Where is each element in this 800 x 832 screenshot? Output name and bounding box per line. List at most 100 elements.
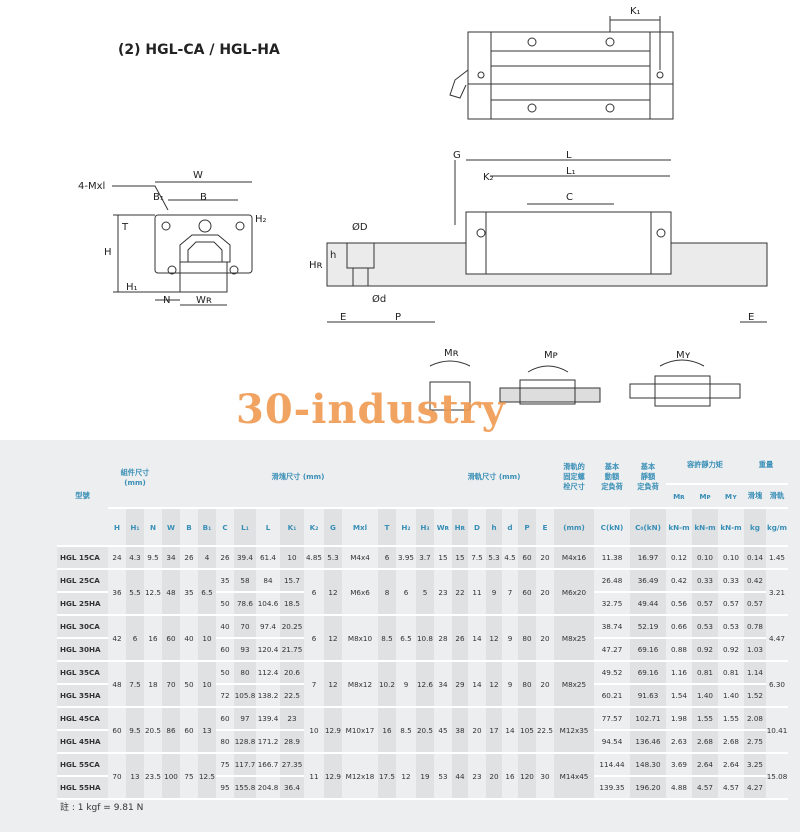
cell-k1: 21.75	[280, 638, 304, 662]
cell-p: 60	[518, 546, 536, 570]
svg-text:H₁: H₁	[126, 282, 138, 293]
header-bolt: 滑軌的 固定螺 栓尺寸	[554, 447, 594, 509]
cell-t: 10.2	[378, 661, 396, 708]
cell-mxl: M12x18	[342, 753, 378, 800]
cell-ck: 77.57	[594, 707, 630, 731]
cell-l: 61.4	[256, 546, 280, 570]
cell-mr: 1.54	[666, 684, 692, 708]
cell-c0: 52.19	[630, 615, 666, 639]
cell-h3: 12.6	[416, 661, 434, 708]
column-header: kN-m	[666, 508, 692, 547]
cell-mp: 1.40	[692, 684, 718, 708]
svg-text:H₂: H₂	[255, 214, 267, 225]
header-block: 滑塊尺寸 (mm)	[162, 447, 434, 509]
cell-b1: 12.5	[198, 753, 216, 800]
cell-mr: 1.98	[666, 707, 692, 731]
cell-my: 0.81	[718, 661, 744, 685]
cell-kg: 4.27	[744, 776, 766, 800]
column-header: N	[144, 508, 162, 547]
header-dynamic-load: 基本 動額 定負荷	[594, 447, 630, 509]
cell-bolt: M8x25	[554, 661, 594, 708]
column-header: Wʀ	[434, 508, 452, 547]
svg-text:ØD: ØD	[352, 221, 368, 233]
cell-e: 30	[536, 753, 554, 800]
cell-my: 0.57	[718, 592, 744, 616]
cell-mr: 0.12	[666, 546, 692, 570]
cell-ck: 47.27	[594, 638, 630, 662]
cell-mp: 0.10	[692, 546, 718, 570]
cell-mr: 2.63	[666, 730, 692, 754]
cell-hr: 44	[452, 753, 468, 800]
cell-my: 2.64	[718, 753, 744, 777]
model-cell: HGL 55CA	[57, 753, 108, 777]
cell-c: 75	[216, 753, 234, 777]
cell-k1: 27.35	[280, 753, 304, 777]
cell-d: 4.5	[502, 546, 518, 570]
cell-l1: 155.8	[234, 776, 256, 800]
cell-e: 20	[536, 661, 554, 708]
svg-text:B: B	[200, 192, 207, 203]
cell-mp: 0.53	[692, 615, 718, 639]
front-view-drawing: W B₁ B 4-Mxl T H H₁ H₂ N Wʀ	[78, 170, 267, 306]
cell-k1: 15.7	[280, 569, 304, 593]
cell-b: 26	[180, 546, 198, 570]
moment-icons: Mʀ Mᴘ Mʏ	[429, 348, 741, 411]
cell-c: 80	[216, 730, 234, 754]
cell-wr: 45	[434, 707, 452, 754]
cell-n: 9.5	[144, 546, 162, 570]
cell-c: 60	[216, 638, 234, 662]
column-header: T	[378, 508, 396, 547]
cell-h3: 5	[416, 569, 434, 616]
cell-g: 12	[324, 615, 342, 662]
svg-text:K₁: K₁	[630, 6, 641, 17]
cell-h3: 10.8	[416, 615, 434, 662]
cell-h3: 3.7	[416, 546, 434, 570]
column-header: C	[216, 508, 234, 547]
cell-p: 80	[518, 661, 536, 708]
cell-mp: 0.81	[692, 661, 718, 685]
cell-k2: 4.85	[304, 546, 324, 570]
cell-mr: 1.16	[666, 661, 692, 685]
header-weight-rail: 滑軌	[766, 484, 788, 509]
header-moment: 容許靜力矩	[666, 447, 744, 485]
cell-l: 171.2	[256, 730, 280, 754]
cell-mxl: M6x6	[342, 569, 378, 616]
cell-c0: 148.30	[630, 753, 666, 777]
cell-h: 9	[486, 569, 502, 616]
header-weight: 重量	[744, 447, 788, 485]
cell-mp: 4.57	[692, 776, 718, 800]
cell-d: 23	[468, 753, 486, 800]
model-cell: HGL 30CA	[57, 615, 108, 639]
cell-l: 104.6	[256, 592, 280, 616]
cell-ck: 114.44	[594, 753, 630, 777]
column-header: B₁	[198, 508, 216, 547]
cell-g: 12.9	[324, 753, 342, 800]
column-header: (mm)	[554, 508, 594, 547]
cell-c: 95	[216, 776, 234, 800]
svg-text:Mʏ: Mʏ	[676, 350, 691, 361]
cell-l: 204.8	[256, 776, 280, 800]
cell-h2: 12	[396, 753, 416, 800]
cell-h: 42	[108, 615, 126, 662]
column-header: D	[468, 508, 486, 547]
header-assembly: 組件尺寸 (mm)	[108, 447, 162, 509]
top-view-drawing: K₁	[449, 6, 674, 120]
cell-b1: 4	[198, 546, 216, 570]
svg-text:B₁: B₁	[153, 192, 164, 203]
cell-l1: 80	[234, 661, 256, 685]
cell-ck: 94.54	[594, 730, 630, 754]
cell-l: 138.2	[256, 684, 280, 708]
column-header: C₀(kN)	[630, 508, 666, 547]
cell-my: 0.10	[718, 546, 744, 570]
svg-text:T: T	[121, 222, 129, 233]
svg-text:h: h	[330, 250, 336, 261]
cell-k1: 36.4	[280, 776, 304, 800]
column-header: d	[502, 508, 518, 547]
cell-g: 12	[324, 661, 342, 708]
cell-h: 48	[108, 661, 126, 708]
column-header: K₂	[304, 508, 324, 547]
svg-text:4-Mxl: 4-Mxl	[78, 181, 105, 192]
